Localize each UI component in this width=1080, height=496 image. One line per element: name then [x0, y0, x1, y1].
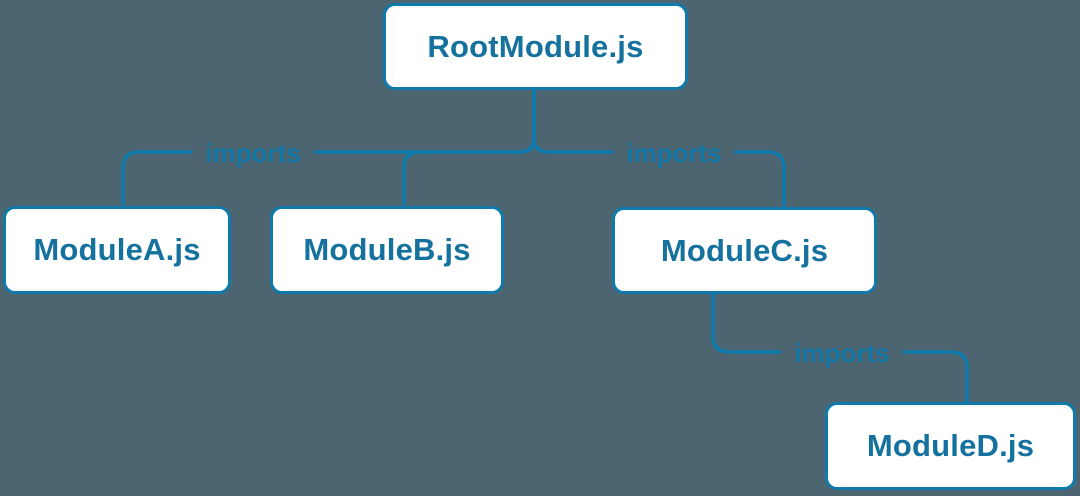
edge-root-moduleb	[402, 90, 536, 206]
edge-label-imports-left: imports	[192, 138, 314, 168]
node-moduleb: ModuleB.js	[270, 206, 504, 294]
node-moduled: ModuleD.js	[825, 402, 1076, 490]
node-modulec: ModuleC.js	[612, 207, 877, 294]
edge-label-imports-bottom: imports	[781, 338, 903, 368]
edge-label-imports-right: imports	[613, 138, 735, 168]
node-modulea: ModuleA.js	[3, 206, 231, 294]
edge-root-modulea	[121, 90, 536, 206]
node-rootmodule: RootModule.js	[383, 3, 688, 90]
